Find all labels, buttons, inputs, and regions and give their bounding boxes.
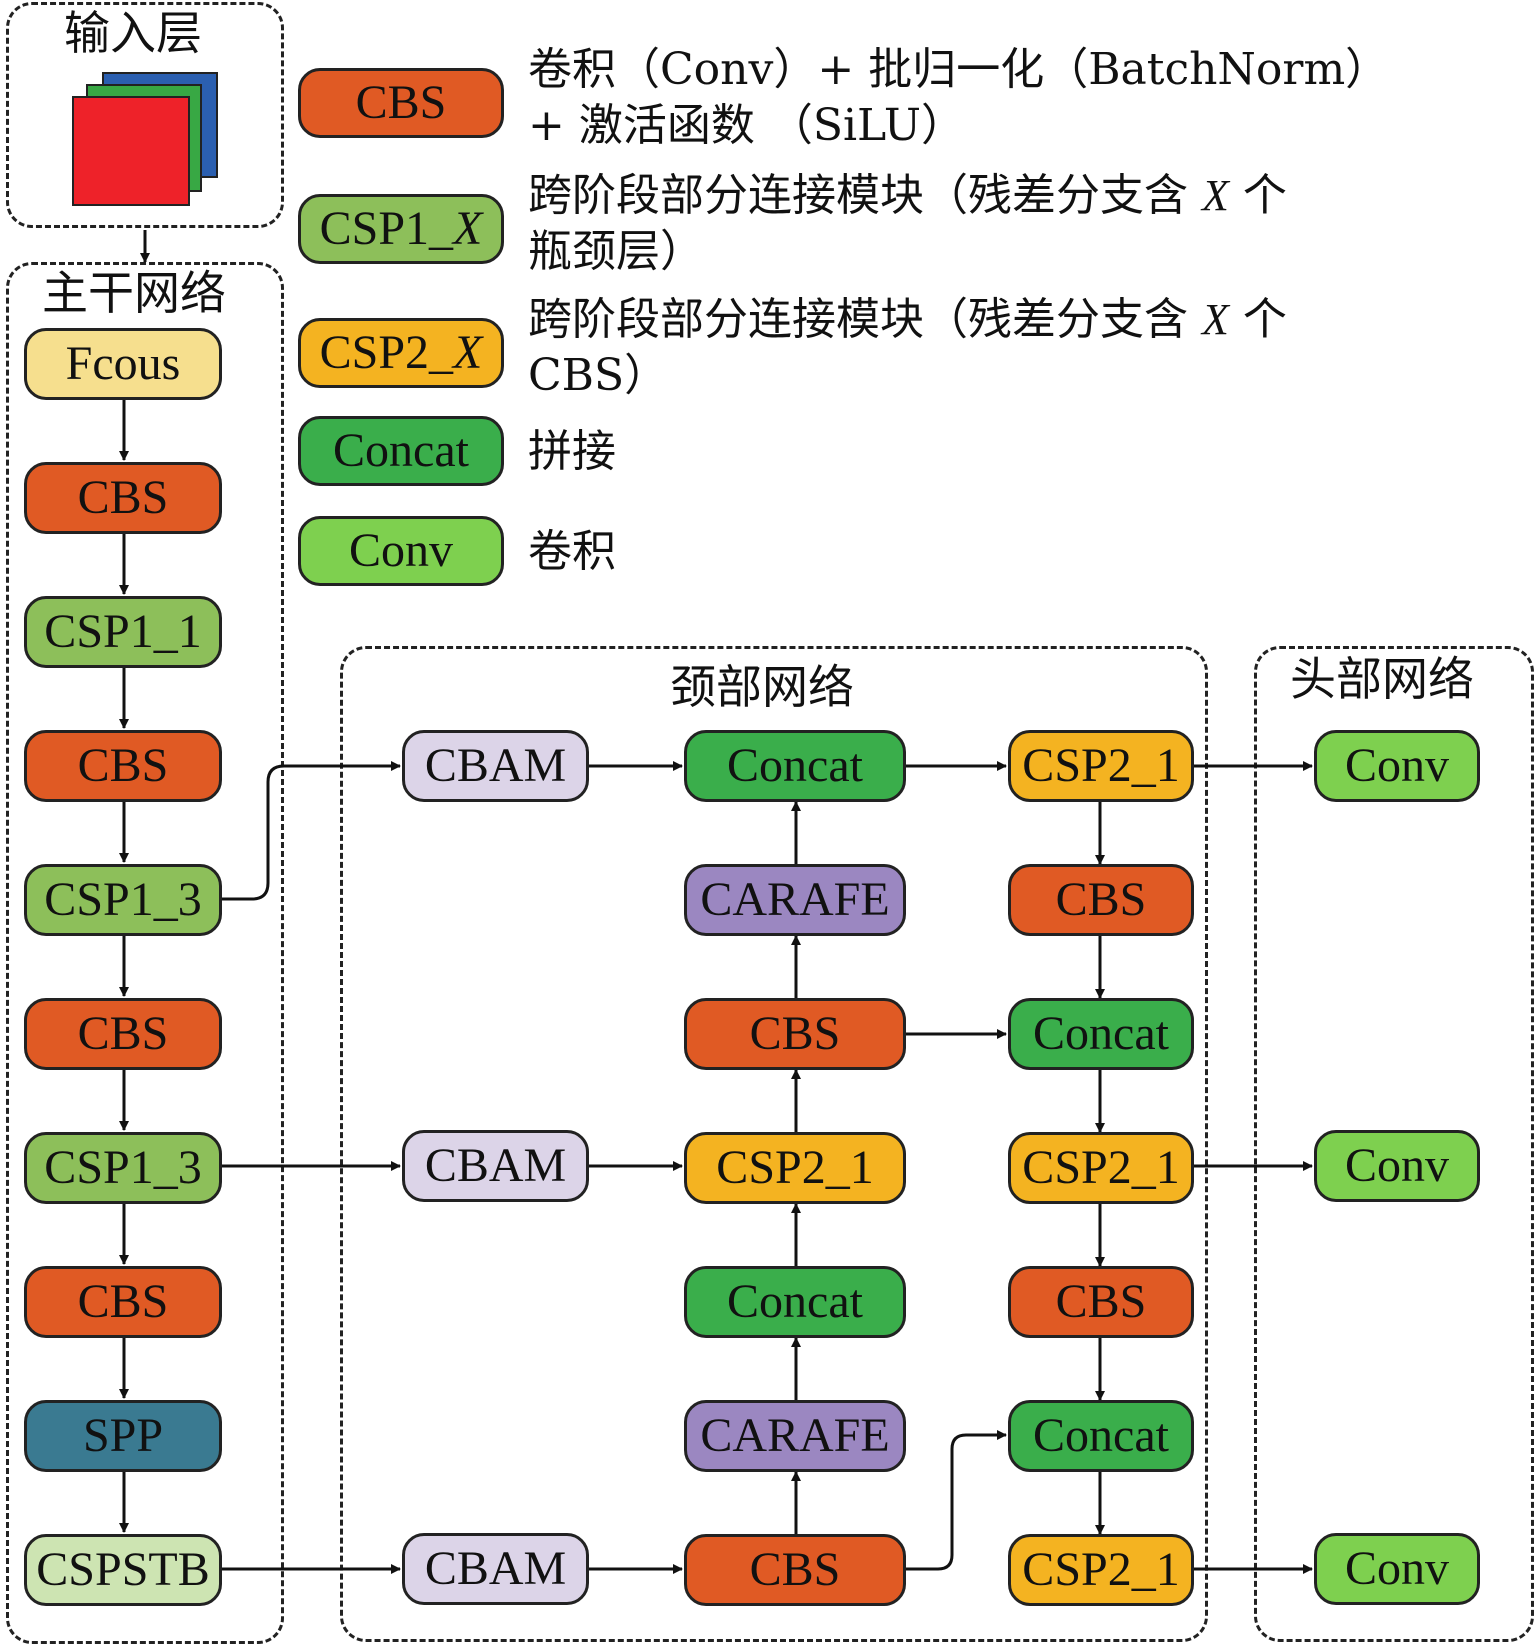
- head-region: [1254, 646, 1534, 1642]
- neck-concat-r1: Concat: [1008, 998, 1194, 1070]
- backbone-cbs-4: CBS: [24, 1266, 222, 1338]
- backbone-cspstb: CSPSTB: [24, 1534, 222, 1606]
- backbone-csp1-3-a: CSP1_3: [24, 864, 222, 936]
- backbone-focus: Fcous: [24, 328, 222, 400]
- legend-conv-box: Conv: [298, 516, 504, 586]
- head-title: 头部网络: [1290, 652, 1474, 706]
- input-layer-title: 输入层: [64, 6, 202, 60]
- legend-csp2-desc: 跨阶段部分连接模块（残差分支含 X 个 CBS）: [528, 292, 1428, 404]
- backbone-spp: SPP: [24, 1400, 222, 1472]
- backbone-cbs-2: CBS: [24, 730, 222, 802]
- neck-cbs-mid-1: CBS: [684, 998, 906, 1070]
- legend-concat-desc: 拼接: [528, 426, 616, 477]
- backbone-region: [6, 262, 284, 1644]
- legend-csp2-desc-var: X: [1202, 295, 1229, 344]
- legend-csp1-label: CSP1_X: [320, 205, 483, 253]
- neck-csp2-1-r3: CSP2_1: [1008, 1534, 1194, 1606]
- neck-carafe-2: CARAFE: [684, 1400, 906, 1472]
- head-conv-1: Conv: [1314, 730, 1480, 802]
- neck-csp2-1-mid: CSP2_1: [684, 1132, 906, 1204]
- neck-cbam-2: CBAM: [402, 1130, 589, 1202]
- legend-csp1-desc-line1: 跨阶段部分连接模块（残差分支含 X 个: [528, 168, 1428, 224]
- neck-cbs-r2: CBS: [1008, 1266, 1194, 1338]
- neck-title: 颈部网络: [670, 660, 854, 714]
- neck-concat-r2: Concat: [1008, 1400, 1194, 1472]
- backbone-cbs-1: CBS: [24, 462, 222, 534]
- legend-csp2-label-main: CSP2_: [319, 326, 454, 379]
- backbone-title: 主干网络: [42, 266, 226, 320]
- neck-carafe-1: CARAFE: [684, 864, 906, 936]
- neck-concat-top: Concat: [684, 730, 906, 802]
- legend-csp2-label: CSP2_X: [320, 329, 483, 377]
- legend-cbs-desc-line2: + 激活函数 （SiLU）: [528, 100, 965, 151]
- legend-csp1-label-main: CSP1_: [319, 202, 454, 255]
- legend-csp2-desc-pre: 跨阶段部分连接模块（残差分支含: [528, 294, 1202, 345]
- head-conv-3: Conv: [1314, 1533, 1480, 1605]
- legend-concat-label: Concat: [333, 424, 469, 477]
- neck-region: [340, 646, 1208, 1642]
- legend-cbs-desc-line1: 卷积（Conv）+ 批归一化（BatchNorm）: [528, 44, 1390, 95]
- legend-csp1-desc-var: X: [1202, 171, 1229, 220]
- legend-csp1-desc: 跨阶段部分连接模块（残差分支含 X 个 瓶颈层）: [528, 168, 1428, 280]
- input-layer-region: [6, 2, 284, 228]
- backbone-csp1-3-b: CSP1_3: [24, 1132, 222, 1204]
- legend-csp2-desc-line2: CBS）: [528, 350, 669, 401]
- legend-csp2-desc-line1: 跨阶段部分连接模块（残差分支含 X 个: [528, 292, 1428, 348]
- backbone-cbs-3: CBS: [24, 998, 222, 1070]
- legend-csp1-desc-pre: 跨阶段部分连接模块（残差分支含: [528, 170, 1202, 221]
- head-conv-2: Conv: [1314, 1130, 1480, 1202]
- neck-cbs-r1: CBS: [1008, 864, 1194, 936]
- legend-conv-label: Conv: [348, 524, 453, 577]
- legend-conv-desc: 卷积: [528, 526, 616, 577]
- neck-csp2-1-r2: CSP2_1: [1008, 1132, 1194, 1204]
- legend-csp2-label-var: X: [453, 326, 483, 379]
- backbone-csp1-1: CSP1_1: [24, 596, 222, 668]
- legend-cbs-box: CBS: [298, 68, 504, 138]
- legend-csp2-desc-post: 个: [1228, 294, 1287, 345]
- legend-csp1-desc-post: 个: [1228, 170, 1287, 221]
- neck-concat-mid: Concat: [684, 1266, 906, 1338]
- legend-cbs-desc: 卷积（Conv）+ 批归一化（BatchNorm） + 激活函数 （SiLU）: [528, 42, 1428, 154]
- neck-csp2-1-r1: CSP2_1: [1008, 730, 1194, 802]
- neck-cbs-mid-2: CBS: [684, 1534, 906, 1606]
- neck-cbam-1: CBAM: [402, 730, 589, 802]
- legend-csp1-box: CSP1_X: [298, 194, 504, 264]
- neck-cbam-3: CBAM: [402, 1533, 589, 1605]
- legend-csp1-desc-line2: 瓶颈层）: [528, 226, 704, 277]
- legend-concat-box: Concat: [298, 416, 504, 486]
- legend-csp2-box: CSP2_X: [298, 318, 504, 388]
- legend-cbs-label: CBS: [355, 76, 447, 129]
- legend-csp1-label-var: X: [453, 202, 483, 255]
- input-red-channel: [72, 96, 190, 206]
